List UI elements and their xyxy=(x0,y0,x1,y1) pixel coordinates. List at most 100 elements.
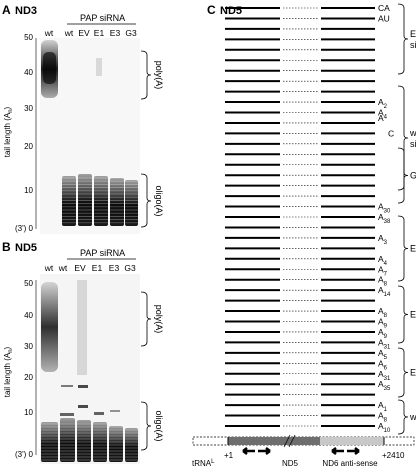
seq-end-label: AU xyxy=(378,13,390,23)
seq-end-label: A31 xyxy=(378,337,391,350)
panel-a-oligo-lane xyxy=(94,176,108,226)
panel-a-group-label: PAP siRNA xyxy=(80,13,125,23)
seq-end-label: A6 xyxy=(378,358,388,371)
map-nd6-segment xyxy=(320,437,384,445)
lane-label: G3 xyxy=(125,28,137,38)
group-label: E1 xyxy=(410,310,416,320)
lane-label: E1 xyxy=(94,28,105,38)
panel-a-gene: ND3 xyxy=(15,5,37,17)
map-break-mark xyxy=(283,434,291,448)
panel-a-oligo-lane xyxy=(62,176,76,226)
tick-label: (3') 0 xyxy=(15,450,34,459)
seq-end-label: A10 xyxy=(378,421,391,434)
tick-label: (3') 0 xyxy=(15,224,34,233)
panel-b-oligoa-label: oligo(A) xyxy=(154,410,164,441)
lane-label: wt xyxy=(64,28,74,38)
group-bracket xyxy=(397,3,409,75)
panel-c: C ND5 CAAUA2A4ACA30A38A3A4A7A8A14A8A9A9A… xyxy=(192,3,416,468)
panel-a-e1-faint-smear xyxy=(96,58,102,76)
seq-end-label: A8 xyxy=(378,306,388,319)
panel-b-group-label: PAP siRNA xyxy=(80,248,125,258)
panel-b-band xyxy=(60,413,74,416)
panel-b-oligoa-bracket xyxy=(140,401,152,451)
seq-end-label: A35 xyxy=(378,379,391,392)
panel-b-ev-smear xyxy=(77,280,87,375)
panel-b-letter: B xyxy=(2,240,11,254)
group-label: siRNA xyxy=(410,139,416,149)
map-primer-arrow xyxy=(242,447,255,455)
seq-end-label: A7 xyxy=(378,264,388,277)
map-nd5-segment xyxy=(228,437,320,445)
tick-label: 40 xyxy=(24,68,33,77)
panel-a: A ND3 PAP siRNA wt wt EV E1 E3 G3 tail l… xyxy=(2,3,164,234)
group-bracket xyxy=(397,347,409,398)
panel-a-oligo-lane xyxy=(78,174,92,226)
seq-end-label: C xyxy=(388,128,394,138)
group-label: wt xyxy=(409,412,416,422)
map-trna-label: tRNAL xyxy=(192,459,215,468)
seq-end-label: A1 xyxy=(378,400,388,413)
map-plus-one: +1 xyxy=(224,451,234,460)
panel-a-oligoa-bracket xyxy=(140,173,152,228)
group-label: EV xyxy=(410,368,416,378)
panel-b-oligo-lane xyxy=(125,428,138,462)
seq-end-label: A31 xyxy=(378,369,391,382)
seq-end-label: CA xyxy=(378,3,390,13)
panel-a-lane-labels: wt wt EV E1 E3 G3 xyxy=(44,28,137,38)
seq-end-label: A14 xyxy=(378,285,391,298)
panel-a-polya-label: poly(A) xyxy=(154,61,164,90)
group-bracket xyxy=(397,215,409,282)
tick-label: 10 xyxy=(24,408,33,417)
panel-a-letter: A xyxy=(2,3,11,17)
group-bracket xyxy=(397,147,409,204)
seq-end-label: A5 xyxy=(378,348,388,361)
tick-label: 20 xyxy=(24,373,33,382)
lane-label: G3 xyxy=(124,263,136,273)
panel-b-polya-label: poly(A) xyxy=(154,305,164,334)
map-break-mark xyxy=(288,434,296,448)
tick-label: 40 xyxy=(24,311,33,320)
panel-b-lane-labels: wt wt EV E1 E3 G3 xyxy=(44,263,136,273)
panel-a-polya-core xyxy=(43,52,56,84)
tick-label: 20 xyxy=(24,142,33,151)
panel-b-oligo-lane xyxy=(93,422,107,462)
panel-b-oligo-lane xyxy=(60,418,75,462)
panel-c-sequence-labels: CAAUA2A4ACA30A38A3A4A7A8A14A8A9A9A31A5A6… xyxy=(378,3,394,434)
panel-b-band xyxy=(78,385,88,388)
panel-b-ticks: 50 40 30 20 10 (3') 0 xyxy=(15,279,34,459)
map-primer-arrow xyxy=(331,447,344,455)
group-label: E3 PAP xyxy=(410,29,416,39)
panel-a-ticks: 50 40 30 20 10 (3') 0 xyxy=(15,33,34,233)
panel-b-band xyxy=(78,405,88,408)
panel-b-gene: ND5 xyxy=(15,242,37,254)
panel-c-gene-map: tRNAL +1 ND5 ND6 anti-sense +2410 xyxy=(192,434,415,468)
map-nd5-label: ND5 xyxy=(282,459,299,468)
group-label: G3 xyxy=(410,171,416,181)
panel-c-clone-rows xyxy=(225,7,375,427)
map-primer-arrow xyxy=(258,447,271,455)
panel-a-oligo-lane xyxy=(110,178,124,226)
lane-label: wt xyxy=(44,28,54,38)
lane-label: EV xyxy=(78,28,90,38)
tick-label: 50 xyxy=(24,33,33,42)
panel-a-polya-bracket xyxy=(140,50,152,100)
group-bracket xyxy=(397,85,409,191)
panel-a-ladder-stripes xyxy=(62,177,138,224)
panel-c-letter: C xyxy=(207,3,216,17)
panel-b-band xyxy=(110,410,120,412)
tick-label: 10 xyxy=(24,186,33,195)
panel-b-y-axis-label: tail length (An) xyxy=(3,346,14,397)
seq-end-label: A2 xyxy=(378,97,388,110)
seq-end-label: A8 xyxy=(378,275,388,288)
seq-end-label: A3 xyxy=(378,233,388,246)
seq-end-label: A xyxy=(378,113,384,123)
panel-c-gene: ND5 xyxy=(220,5,242,17)
panel-b-ladder-stripes xyxy=(41,423,138,461)
panel-a-y-axis-label: tail length (An) xyxy=(3,106,14,157)
panel-b-polya-smear xyxy=(41,282,58,372)
lane-label: E3 xyxy=(110,28,121,38)
seq-end-label: A9 xyxy=(378,327,388,340)
group-label: E3 xyxy=(410,244,416,254)
